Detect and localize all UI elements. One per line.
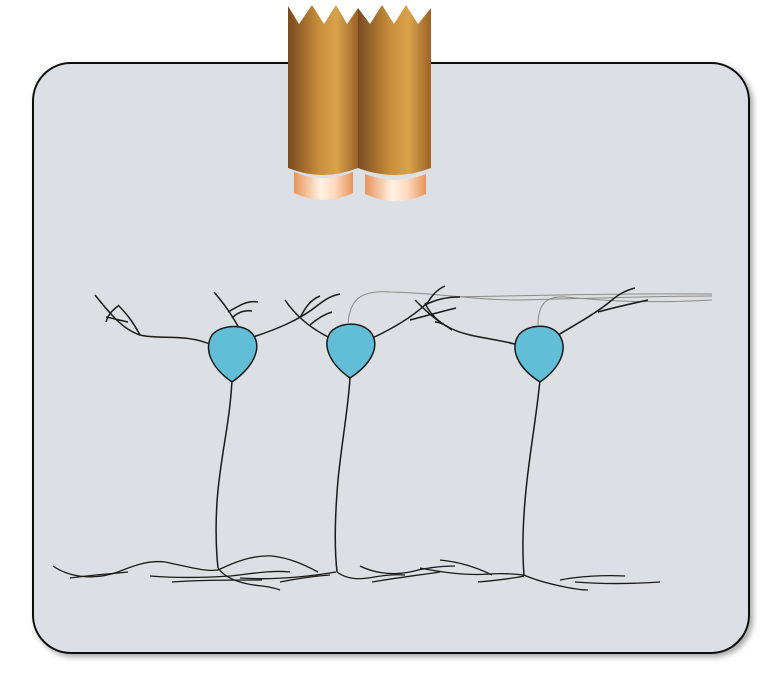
neuron-2-apical-dendrite <box>284 299 331 339</box>
electrode-right-tip <box>365 174 426 201</box>
soma-1 <box>207 325 258 383</box>
soma-2 <box>326 323 376 379</box>
electrode-left <box>288 5 358 200</box>
electrode-left-shaft <box>288 5 358 175</box>
basal-dendrite <box>439 559 493 576</box>
electrode-right-shaft <box>358 5 431 175</box>
basal-dendrite <box>336 571 406 580</box>
neuron-3-dendrite-branch <box>424 302 441 323</box>
basal-dendrite <box>477 575 525 583</box>
neuron-2-axon <box>334 377 351 573</box>
neuron-2-dendrite-branch <box>424 296 461 306</box>
basal-dendrite <box>217 555 319 573</box>
axon-fibers <box>347 291 713 326</box>
basal-dendrite <box>69 571 129 579</box>
neuron-3 <box>414 287 649 576</box>
neuron-3-apical-dendrite <box>557 287 636 336</box>
axon-fiber-3 <box>454 293 713 298</box>
basal-dendrite <box>359 565 456 575</box>
basal-dendrite <box>523 574 589 591</box>
neuron-1 <box>94 291 341 569</box>
neuron-1-dendrite-branch <box>227 300 259 313</box>
basal-dendrite <box>559 574 626 581</box>
basal-dendrite <box>164 561 219 572</box>
electrode-pair <box>288 5 431 201</box>
neuron-1-axon <box>215 379 233 569</box>
basal-dendrites <box>52 555 661 591</box>
neuron-1-dendrite-branch <box>105 316 129 323</box>
basal-dendrite <box>279 574 331 583</box>
axon-fiber-2 <box>537 296 713 326</box>
basal-dendrite <box>239 571 337 580</box>
basal-dendrite <box>149 570 291 579</box>
neuron-1-apical-dendrite <box>94 294 213 346</box>
neuron-1-dendrite-branch <box>105 305 119 323</box>
soma-3 <box>514 325 564 383</box>
neuron-1-apical-dendrite <box>249 293 341 339</box>
neuron-3-axon <box>522 379 541 576</box>
neuron-3-dendrite-branch <box>597 299 649 313</box>
neuron-3-dendrite-branch <box>434 321 453 331</box>
neuron-2-dendrite-branch <box>299 295 321 319</box>
neuron-1-dendrite-branch <box>231 310 253 319</box>
basal-dendrite <box>371 571 441 583</box>
neuron-2-apical-dendrite <box>367 285 446 341</box>
basal-dendrite <box>217 567 281 591</box>
basal-dendrite <box>171 579 263 583</box>
electrode-right <box>358 5 431 201</box>
basal-dendrite <box>52 560 166 578</box>
basal-dendrite <box>574 581 661 585</box>
neuron-2-dendrite-branch <box>309 311 333 326</box>
neuron-1-dendrite-branch <box>117 304 141 336</box>
electrode-left-tip <box>294 172 353 200</box>
axon-fiber-1 <box>347 291 713 324</box>
